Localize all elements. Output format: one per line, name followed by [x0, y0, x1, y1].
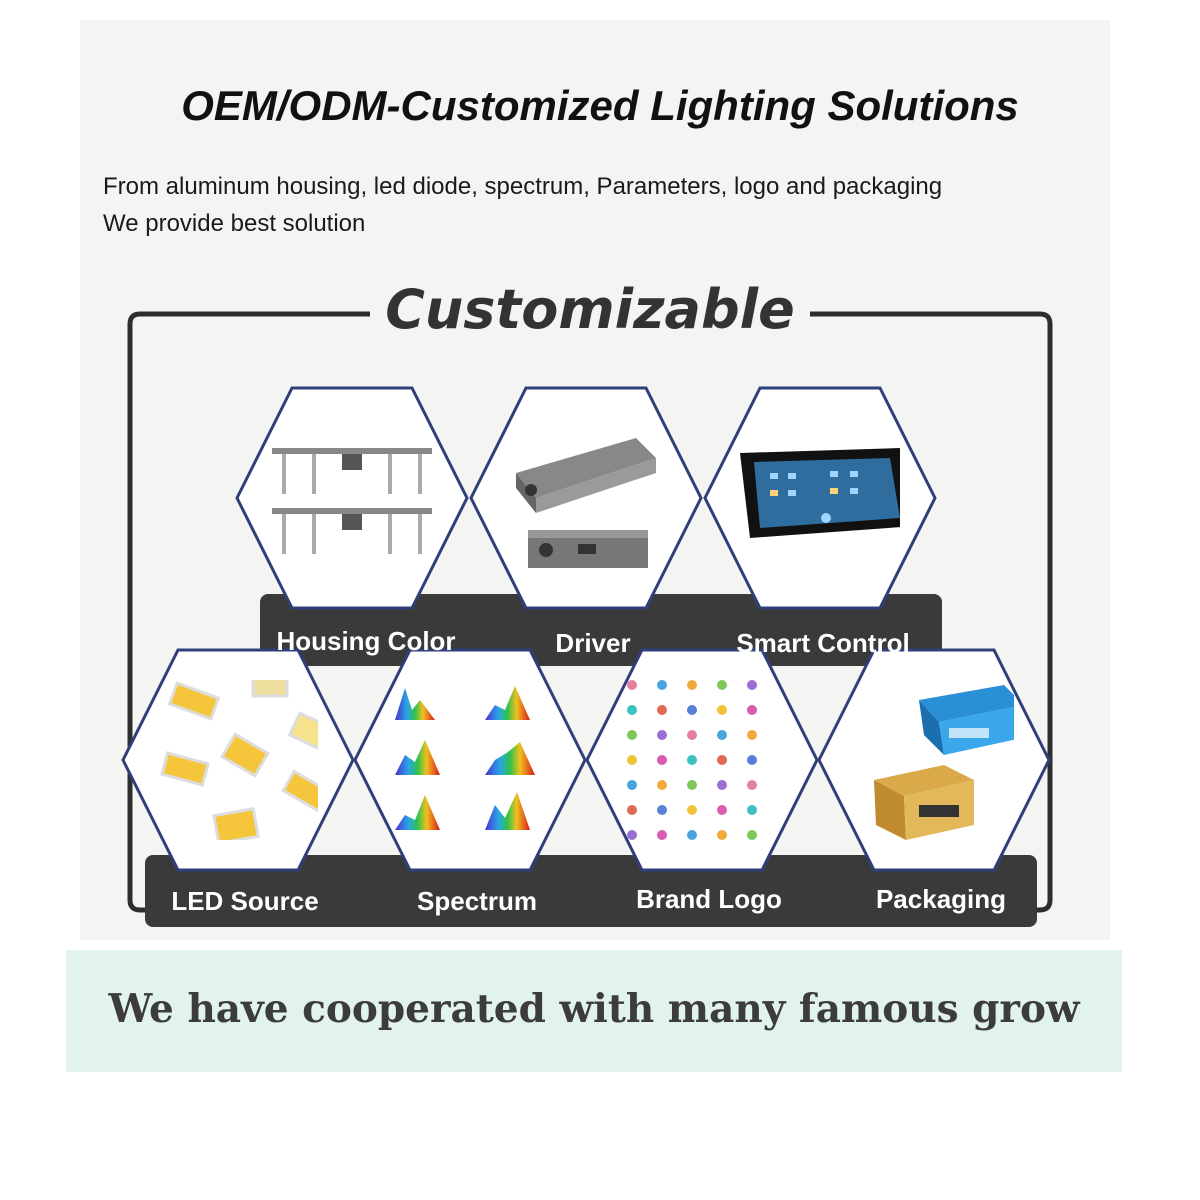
label-housing-color: Housing Color: [276, 626, 456, 656]
hex-led-source: [118, 640, 358, 880]
boxes-icon: [854, 680, 1014, 840]
label-driver: Driver: [555, 628, 631, 658]
banner-text: We have cooperated with many famous grow: [108, 986, 1080, 1032]
spectrum-charts-icon: [390, 680, 550, 840]
section-heading: Customizable: [370, 278, 810, 341]
touch-controller-icon: [740, 418, 900, 578]
intro-line-2: We provide best solution: [103, 210, 366, 237]
label-led-source: LED Source: [171, 886, 319, 916]
led-chips-icon: [158, 680, 318, 840]
intro-line-1: From aluminum housing, led diode, spectr…: [103, 173, 943, 200]
hex-housing-color: [232, 378, 472, 618]
hex-packaging: [814, 640, 1054, 880]
hex-smart-control: [700, 378, 940, 618]
grow-light-fixture-icon: [272, 418, 432, 578]
power-driver-icon: [506, 418, 666, 578]
page-title: OEM/ODM-Customized Lighting Solutions: [181, 82, 1019, 129]
label-smart-control: Smart Control: [736, 628, 910, 658]
label-spectrum: Spectrum: [417, 886, 537, 916]
logo-grid-icon: [622, 680, 782, 840]
hex-driver: [466, 378, 706, 618]
hex-spectrum: [350, 640, 590, 880]
cooperation-banner: We have cooperated with many famous grow: [66, 950, 1122, 1072]
label-packaging: Packaging: [875, 884, 1007, 914]
label-brand-logo: Brand Logo: [636, 884, 782, 914]
hex-brand-logo: [582, 640, 822, 880]
